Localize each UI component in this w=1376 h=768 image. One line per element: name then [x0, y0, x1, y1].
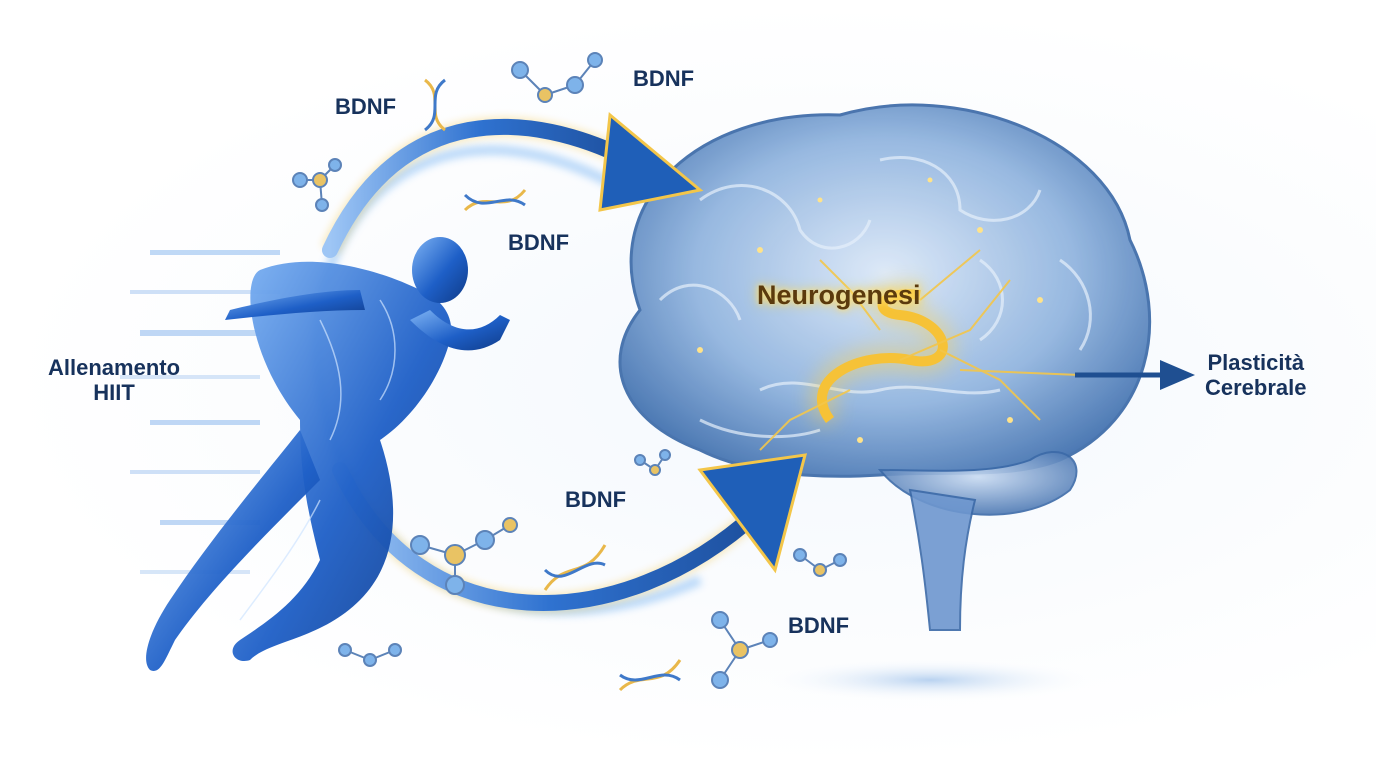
dna-helix-icon: [424, 78, 446, 132]
molecule-icon: [711, 611, 778, 689]
upper-arrow: [320, 112, 704, 258]
brain-shadow: [760, 658, 1100, 702]
input-label-line1: Allenamento: [48, 355, 181, 380]
bdnf-label-3: BDNF: [508, 230, 570, 255]
input-label: Allenamento HIIT: [48, 355, 180, 406]
center-label: Neurogenesi: [757, 280, 921, 310]
bdnf-label-4: BDNF: [565, 487, 627, 512]
molecule-icon: [338, 643, 402, 667]
output-label: Plasticità Cerebrale: [1205, 350, 1307, 401]
molecule-icon: [793, 548, 847, 577]
output-arrow: [1075, 360, 1195, 390]
bdnf-label-5: BDNF: [788, 613, 850, 638]
molecule-icon: [292, 158, 342, 212]
bdnf-label-1: BDNF: [335, 94, 397, 119]
input-label-line2: HIIT: [93, 380, 135, 406]
running-figure: [146, 237, 510, 671]
bdnf-label-2: BDNF: [633, 66, 695, 91]
dna-helix-icon: [543, 544, 607, 591]
output-label-line2: Cerebrale: [1205, 375, 1307, 401]
dna-helix-icon: [618, 659, 682, 692]
brain: [618, 103, 1152, 631]
output-label-line1: Plasticità: [1207, 350, 1305, 375]
lower-arrow: [330, 453, 808, 613]
dna-helix-icon: [463, 189, 527, 212]
molecule-icon: [634, 449, 671, 476]
molecule-icon: [410, 517, 518, 595]
molecule-icon: [511, 52, 603, 103]
